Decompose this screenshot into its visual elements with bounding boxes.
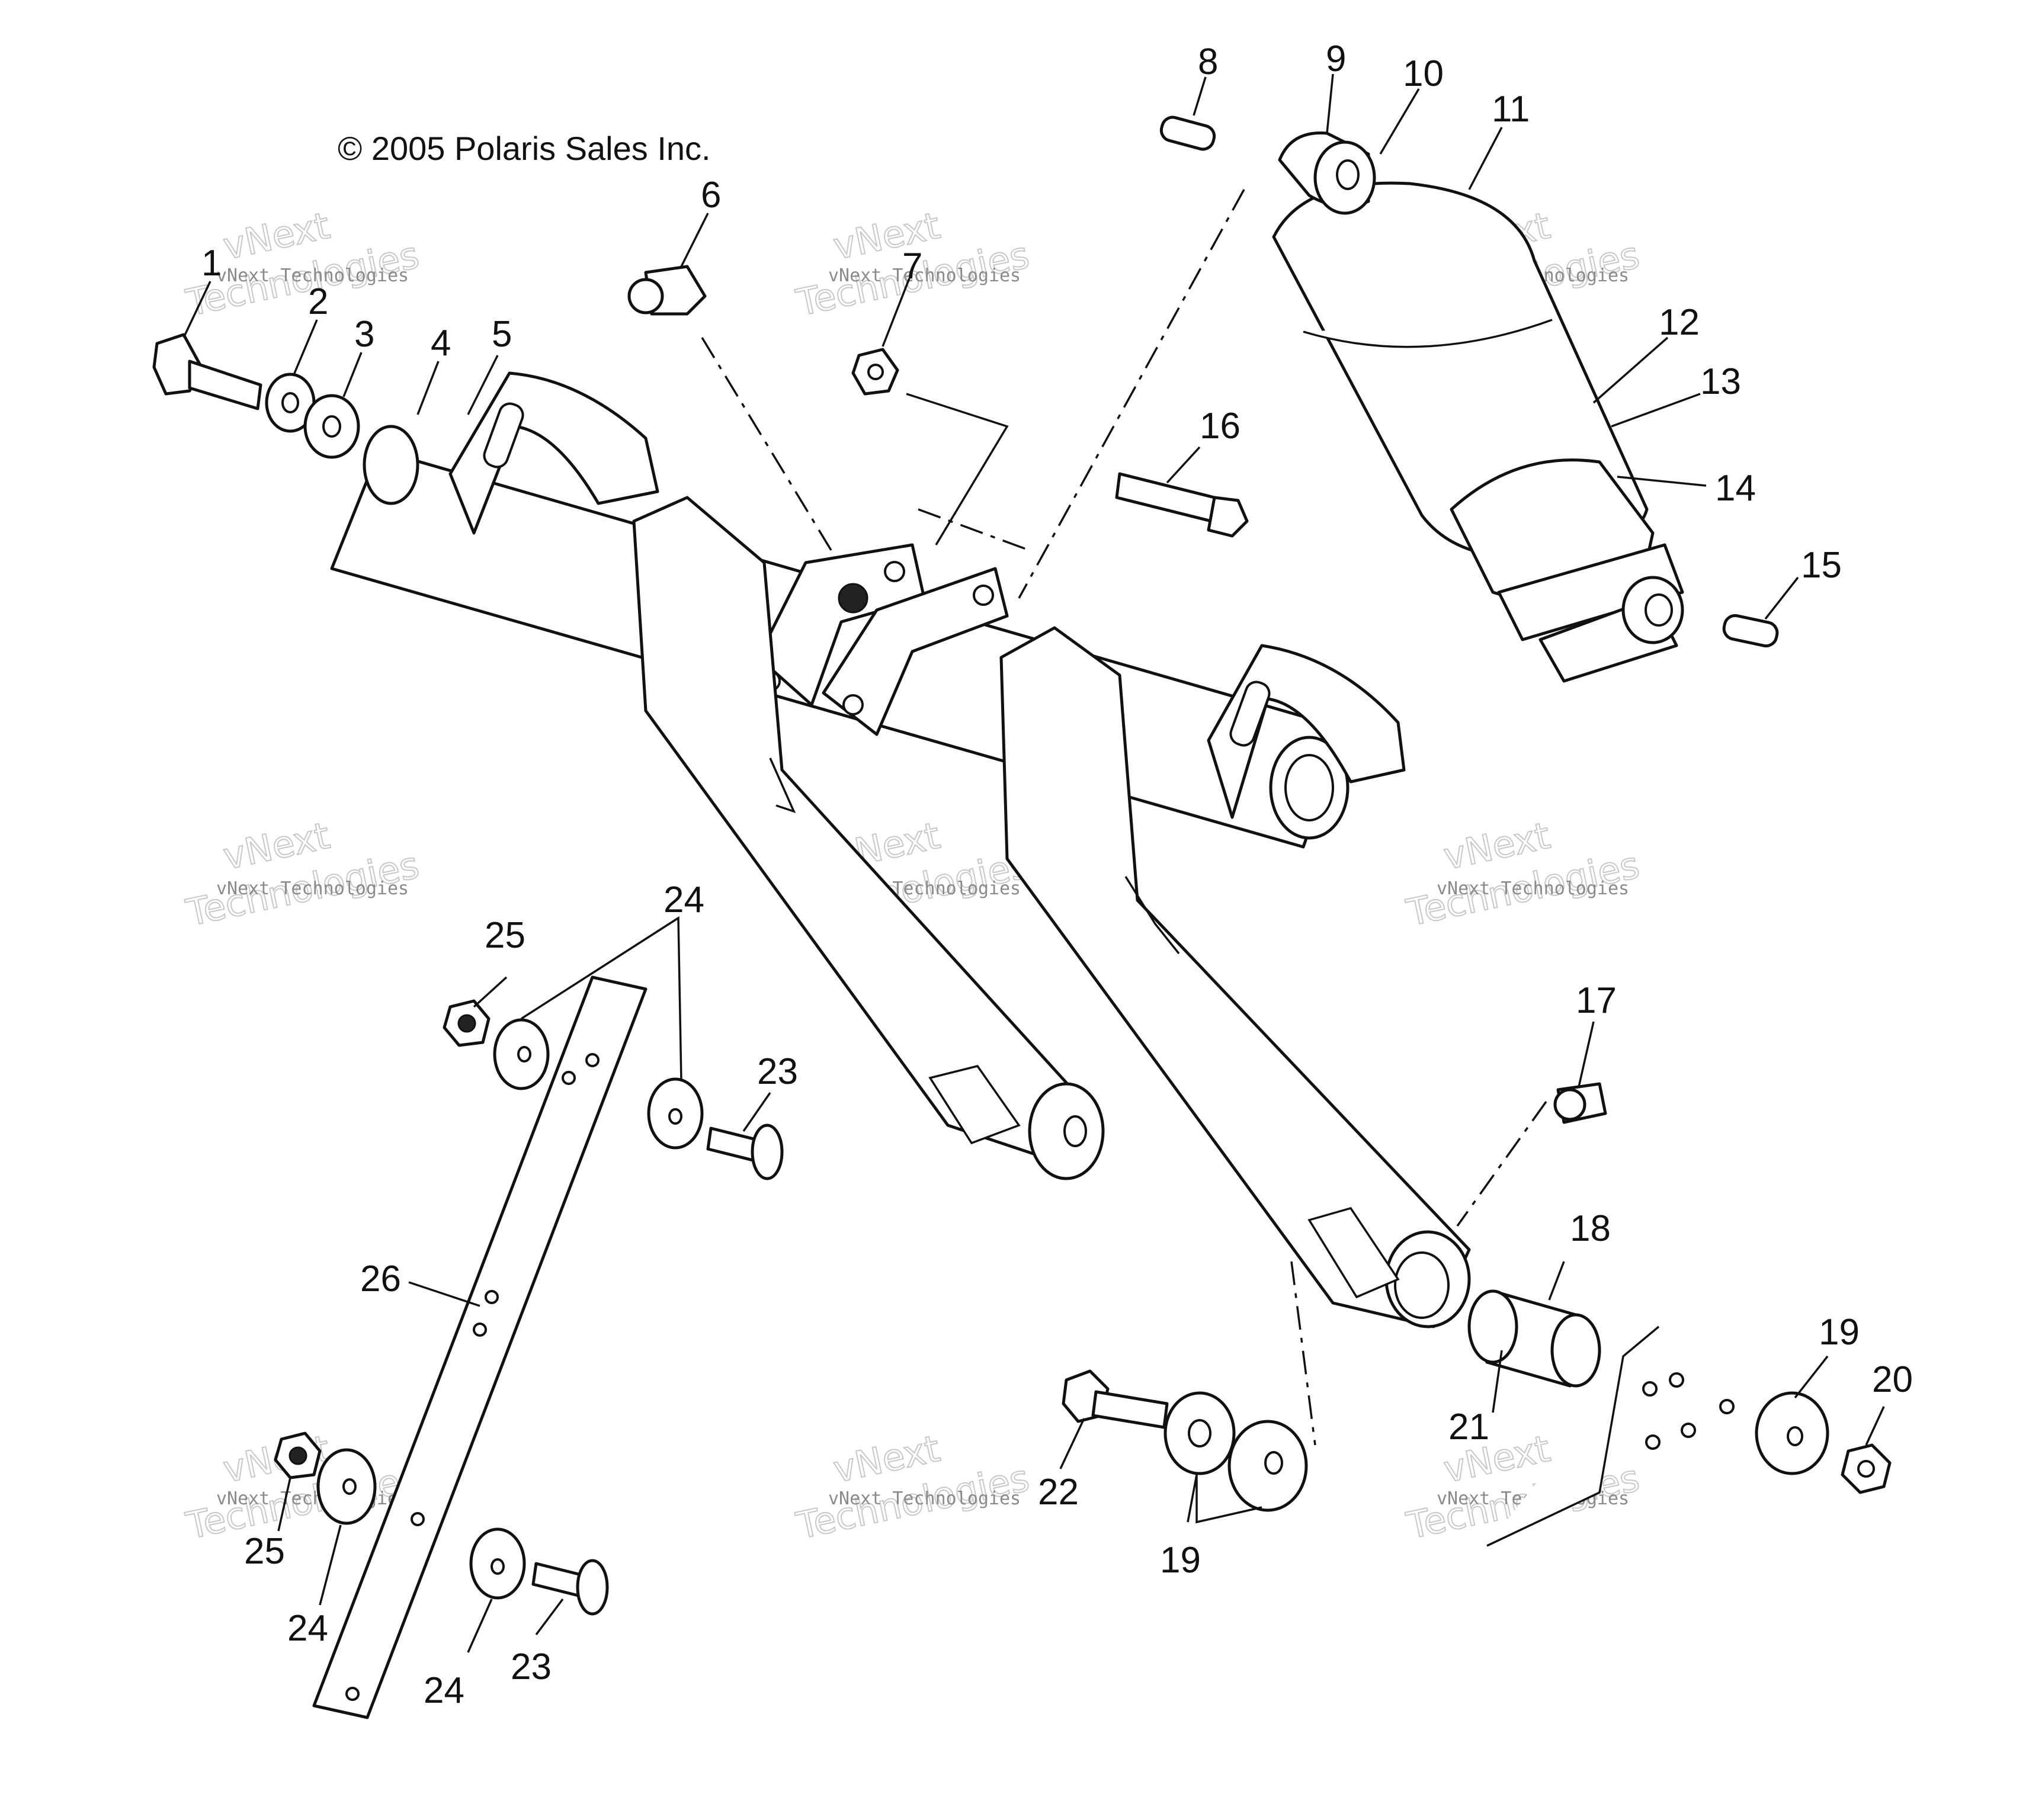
callout-23b: 23 — [511, 1646, 552, 1687]
callout-5: 5 — [492, 314, 512, 355]
callout-19a: 19 — [1160, 1540, 1201, 1581]
leader-lines — [182, 73, 1885, 1653]
grease-fitting-17 — [1553, 1082, 1607, 1124]
watermark: vNext Technologies — [182, 813, 424, 935]
frame-fragment — [1486, 1325, 1660, 1547]
callout-23a: 23 — [757, 1051, 798, 1092]
callout-4: 4 — [431, 323, 451, 364]
callout-13: 13 — [1700, 361, 1741, 402]
limiter-strap-26 — [312, 975, 648, 1719]
callout-16: 16 — [1200, 406, 1241, 447]
shock-mount-bracket-2 — [822, 567, 1009, 736]
pin-15 — [1722, 614, 1779, 648]
callout-6: 6 — [701, 175, 721, 216]
watermark: vNext Technologies — [1402, 813, 1644, 935]
callout-24a: 24 — [663, 879, 704, 920]
shaft-end-left — [363, 425, 419, 505]
callout-3: 3 — [354, 314, 374, 355]
watermark-small: vNext Technologies — [216, 265, 409, 286]
callout-1: 1 — [201, 243, 222, 284]
watermark-small: vNext Technologies — [216, 1488, 409, 1509]
callout-14: 14 — [1715, 468, 1756, 509]
callout-9: 9 — [1326, 38, 1346, 79]
grease-fitting-6 — [627, 265, 707, 316]
callout-24b: 24 — [287, 1608, 328, 1649]
callout-19b: 19 — [1819, 1312, 1860, 1353]
hardware — [152, 115, 1892, 1719]
callout-21: 21 — [1448, 1407, 1489, 1447]
bushing-18 — [1467, 1289, 1601, 1388]
callout-7: 7 — [902, 246, 922, 287]
callout-26: 26 — [360, 1259, 401, 1299]
callout-12: 12 — [1659, 302, 1700, 343]
callout-20: 20 — [1872, 1359, 1913, 1400]
watermark: vNext Technologies — [792, 1426, 1034, 1548]
callout-17: 17 — [1576, 980, 1617, 1021]
left-swing-arm — [632, 496, 1105, 1180]
callout-25a: 25 — [485, 915, 525, 956]
callout-2: 2 — [308, 281, 328, 322]
assembly-lines — [701, 189, 1547, 1446]
callout-15: 15 — [1801, 545, 1842, 586]
pin-8 — [1159, 115, 1216, 151]
watermark-small: vNext Technologies — [828, 265, 1021, 286]
right-swing-arm — [999, 626, 1471, 1328]
watermark-small: vNext Technologies — [216, 878, 409, 899]
callout-18: 18 — [1570, 1208, 1611, 1249]
bolt-1 — [152, 333, 262, 410]
watermark-small: vNext Technologies — [1437, 878, 1629, 899]
shock-absorber — [1272, 131, 1684, 683]
pin-23b — [531, 1559, 609, 1616]
front-cross-shaft — [330, 371, 1406, 849]
callout-8: 8 — [1198, 41, 1218, 82]
bolt-16 — [1115, 472, 1249, 538]
callout-10: 10 — [1403, 53, 1444, 94]
bolt-22 — [1062, 1369, 1169, 1429]
callout-24c: 24 — [424, 1670, 464, 1711]
callout-11: 11 — [1492, 89, 1530, 130]
callout-22: 22 — [1038, 1472, 1079, 1513]
pin-23a — [706, 1124, 784, 1180]
callout-25b: 25 — [244, 1531, 285, 1572]
watermark-small: vNext Technologies — [828, 1488, 1021, 1509]
callout-labels: 1 2 3 4 5 6 7 8 9 10 11 12 13 14 15 16 1… — [201, 38, 1913, 1711]
copyright-text: © 2005 Polaris Sales Inc. — [338, 130, 711, 167]
